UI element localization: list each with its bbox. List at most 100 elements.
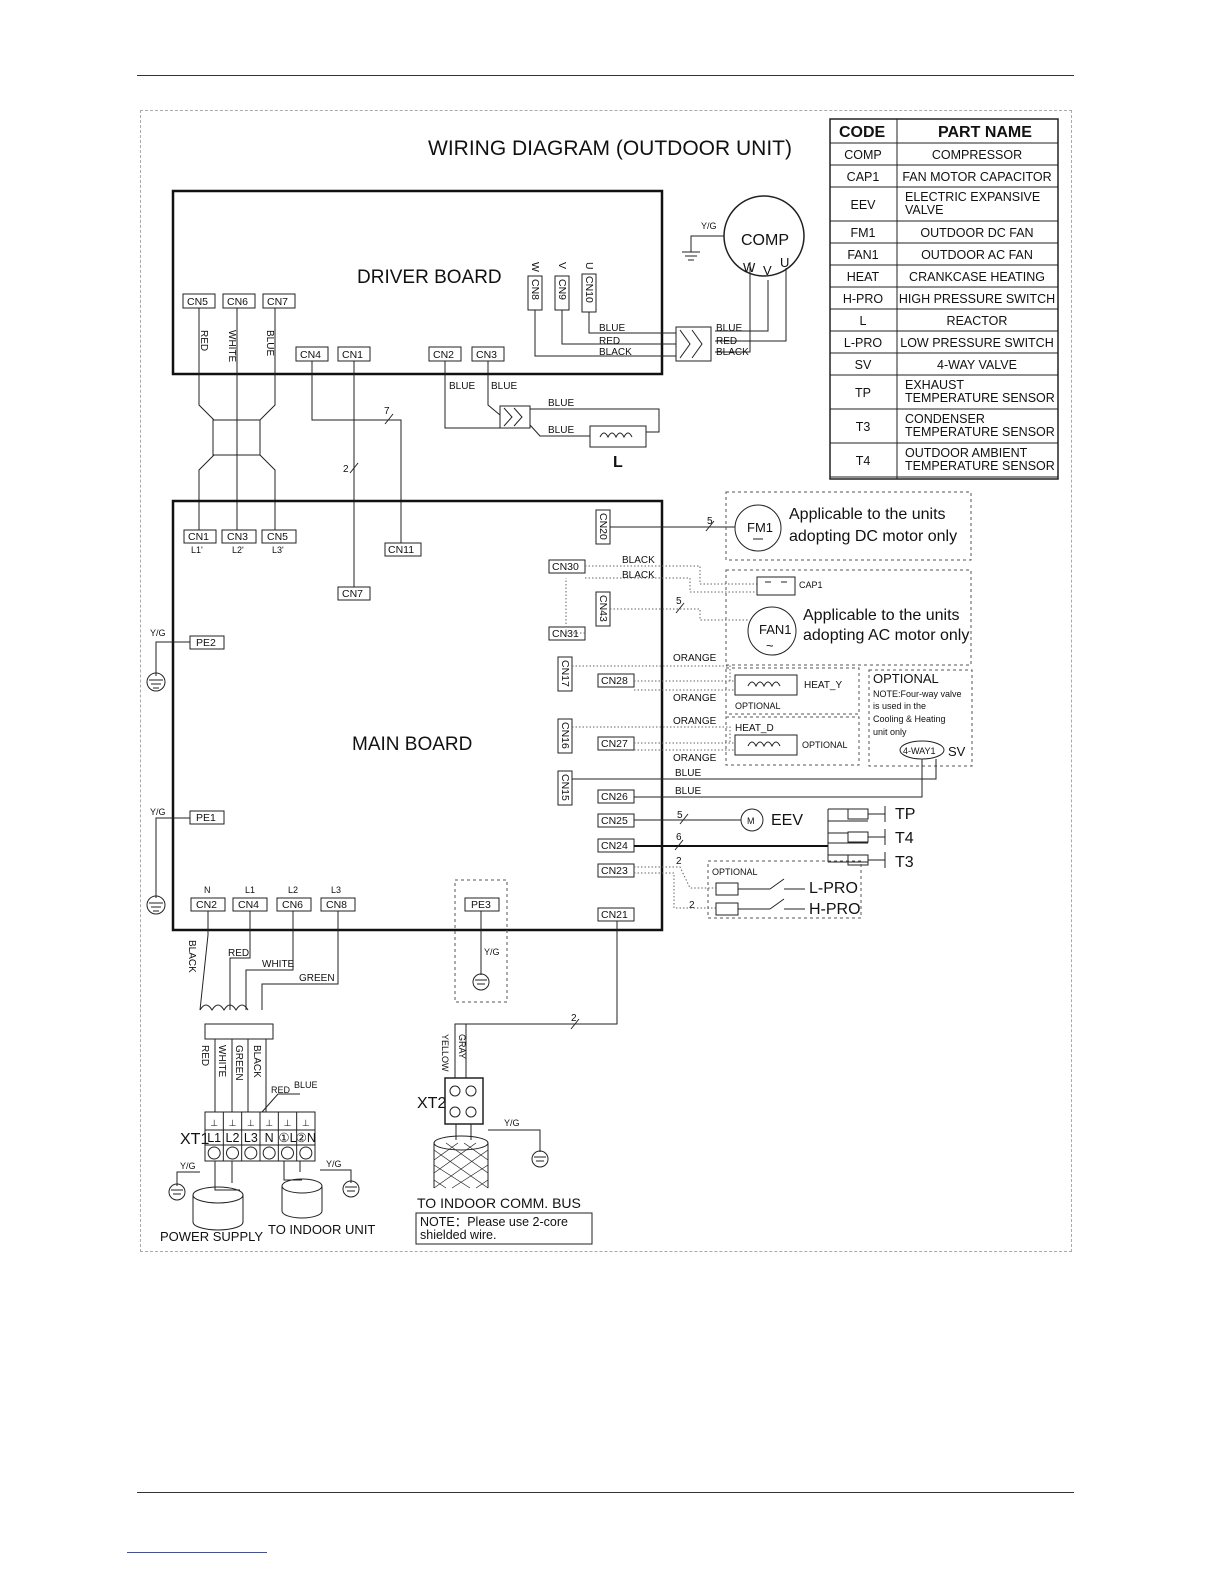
header-rule (137, 75, 1074, 76)
xt1-terminal-label: L2 (226, 1131, 240, 1145)
main-cn23: CN23 (601, 865, 628, 877)
pwr-white: WHITE (262, 959, 295, 970)
sensor-tp: TP (895, 806, 915, 823)
wire-blue-cn2: BLUE (449, 381, 475, 392)
xt1-black: BLACK (251, 1045, 262, 1078)
pwr-red: RED (228, 948, 249, 959)
hpro-count: 2 (689, 900, 695, 911)
driver-cn7: CN7 (267, 296, 288, 308)
main-sub-l3: L3' (272, 545, 284, 555)
main-board-outline (171, 499, 664, 932)
legend-part-name: REACTOR (947, 314, 1008, 328)
legend-code: CAP1 (847, 170, 880, 184)
fan1-label: FAN1 (759, 622, 792, 637)
main-cn20: CN20 (597, 513, 609, 540)
sv-note-3: Cooling & Heating (873, 714, 946, 724)
driver-cn8: CN8 (529, 279, 541, 300)
main-cn26: CN26 (601, 791, 628, 803)
main-cn30: CN30 (552, 561, 579, 573)
main-cn16: CN16 (559, 722, 571, 749)
main-bot-cn4: CN4 (238, 899, 259, 911)
main-cn31: CN31 (552, 628, 579, 640)
comp-u: U (780, 255, 789, 270)
legend-code: SV (855, 358, 872, 372)
legend-header-name: PART NAME (938, 124, 1032, 141)
driver-cn1: CN1 (342, 349, 363, 361)
xt1-terminal: XT1 ⊥L1⊥L2⊥L3⊥N⊥①L⊥②N Y/G Y/G POWER SUPP… (160, 1111, 375, 1244)
fm1-note-1: Applicable to the units (789, 506, 946, 523)
heat-d-optional: OPTIONAL (802, 740, 848, 750)
power-wiring: BLACK RED WHITE GREEN RED WHITE GREEN BL… (186, 911, 339, 1113)
sv-optional-header: OPTIONAL (873, 671, 939, 686)
xt1-ground-mark: ⊥ (210, 1118, 218, 1128)
driver-board-label: DRIVER BOARD (357, 267, 502, 288)
hpro-label: H-PRO (809, 901, 861, 918)
main-cn28: CN28 (601, 675, 628, 687)
bus-note-1: NOTE：Please use 2-core (420, 1215, 568, 1229)
main-cn17: CN17 (559, 660, 571, 687)
comp-wire-blue: BLUE (716, 323, 742, 334)
fan1-block: BLACK BLACK CAP1 5 FAN1 ~ Applicable to … (565, 555, 972, 666)
legend-code: EEV (850, 198, 876, 212)
driver-cn6: CN6 (227, 296, 248, 308)
ground-pe2: Y/G (146, 628, 190, 692)
legend-code: COMP (844, 148, 882, 162)
pwr-green: GREEN (299, 973, 335, 984)
drv-wire-red: RED (599, 336, 620, 347)
xt1-yg-right: Y/G (326, 1159, 342, 1169)
xt1-screw (226, 1146, 239, 1160)
driver-board: DRIVER BOARD CN5 CN6 CN7 CN4 CN1 CN2 CN3… (171, 189, 664, 376)
main-pe2: PE2 (196, 637, 216, 649)
sensor-t3: T3 (895, 854, 914, 871)
legend-part-name: OUTDOOR DC FAN (920, 226, 1033, 240)
xt1-terminal-label: N (265, 1131, 274, 1145)
main-cn43: CN43 (597, 595, 609, 622)
eev-block: 5 M EEV (634, 808, 803, 832)
legend-code: HEAT (847, 270, 880, 284)
eev-label: EEV (771, 812, 803, 829)
legend-code: FAN1 (847, 248, 878, 262)
sv-note-1: NOTE:Four-way valve (873, 689, 962, 699)
xt1-screw (281, 1146, 294, 1160)
xt1-screw (299, 1146, 313, 1160)
reactor-wires: BLUE BLUE BLUE BLUE L (444, 361, 660, 471)
bus-count: 2 (571, 1013, 577, 1024)
bus-gray: GRAY (457, 1034, 467, 1059)
ground-pe3: Y/G (454, 879, 508, 1003)
heat-y-optional: OPTIONAL (735, 701, 781, 711)
bus-yellow: YELLOW (440, 1034, 450, 1072)
main-pe3: PE3 (471, 899, 491, 911)
wire-blue-r1: BLUE (548, 398, 574, 409)
sv-blue-2: BLUE (675, 786, 701, 797)
fm1-label: FM1 (747, 520, 773, 535)
comp-yg: Y/G (701, 221, 717, 231)
drv-wire-black: BLACK (599, 347, 632, 358)
main-pe1: PE1 (196, 812, 216, 824)
legend-part-name: COMPRESSOR (932, 148, 1022, 162)
fan1-note-1: Applicable to the units (803, 607, 960, 624)
driver-phase-w: W (529, 262, 541, 272)
eev-motor: M (747, 816, 755, 826)
xt1-red: RED (199, 1045, 210, 1066)
xt2-label: XT2 (417, 1095, 446, 1112)
lpro-count: 2 (676, 856, 682, 867)
driver-cn3: CN3 (476, 349, 497, 361)
xt1-ground-mark: ⊥ (302, 1118, 310, 1128)
fm1-note-2: adopting DC motor only (789, 528, 957, 545)
wire-blue-cn3: BLUE (491, 381, 517, 392)
ground-pe1: Y/G (146, 807, 190, 915)
sensor-count: 6 (676, 832, 682, 843)
sv-blue-1: BLUE (675, 768, 701, 779)
reactor-label: L (613, 454, 623, 471)
heaty-orange-1: ORANGE (673, 653, 717, 664)
driver-cn4: CN4 (300, 349, 321, 361)
driver-signal-wires: 7 2 (311, 361, 402, 587)
xt1-blue-small: BLUE (294, 1080, 318, 1090)
main-bot-cn2: CN2 (196, 899, 217, 911)
fm1-count: 5 (707, 516, 713, 527)
legend-code: L-PRO (844, 336, 882, 350)
compressor: COMP W V U Y/G BLUE RED BLACK (682, 195, 805, 358)
comp-wire-black: BLACK (716, 347, 749, 358)
